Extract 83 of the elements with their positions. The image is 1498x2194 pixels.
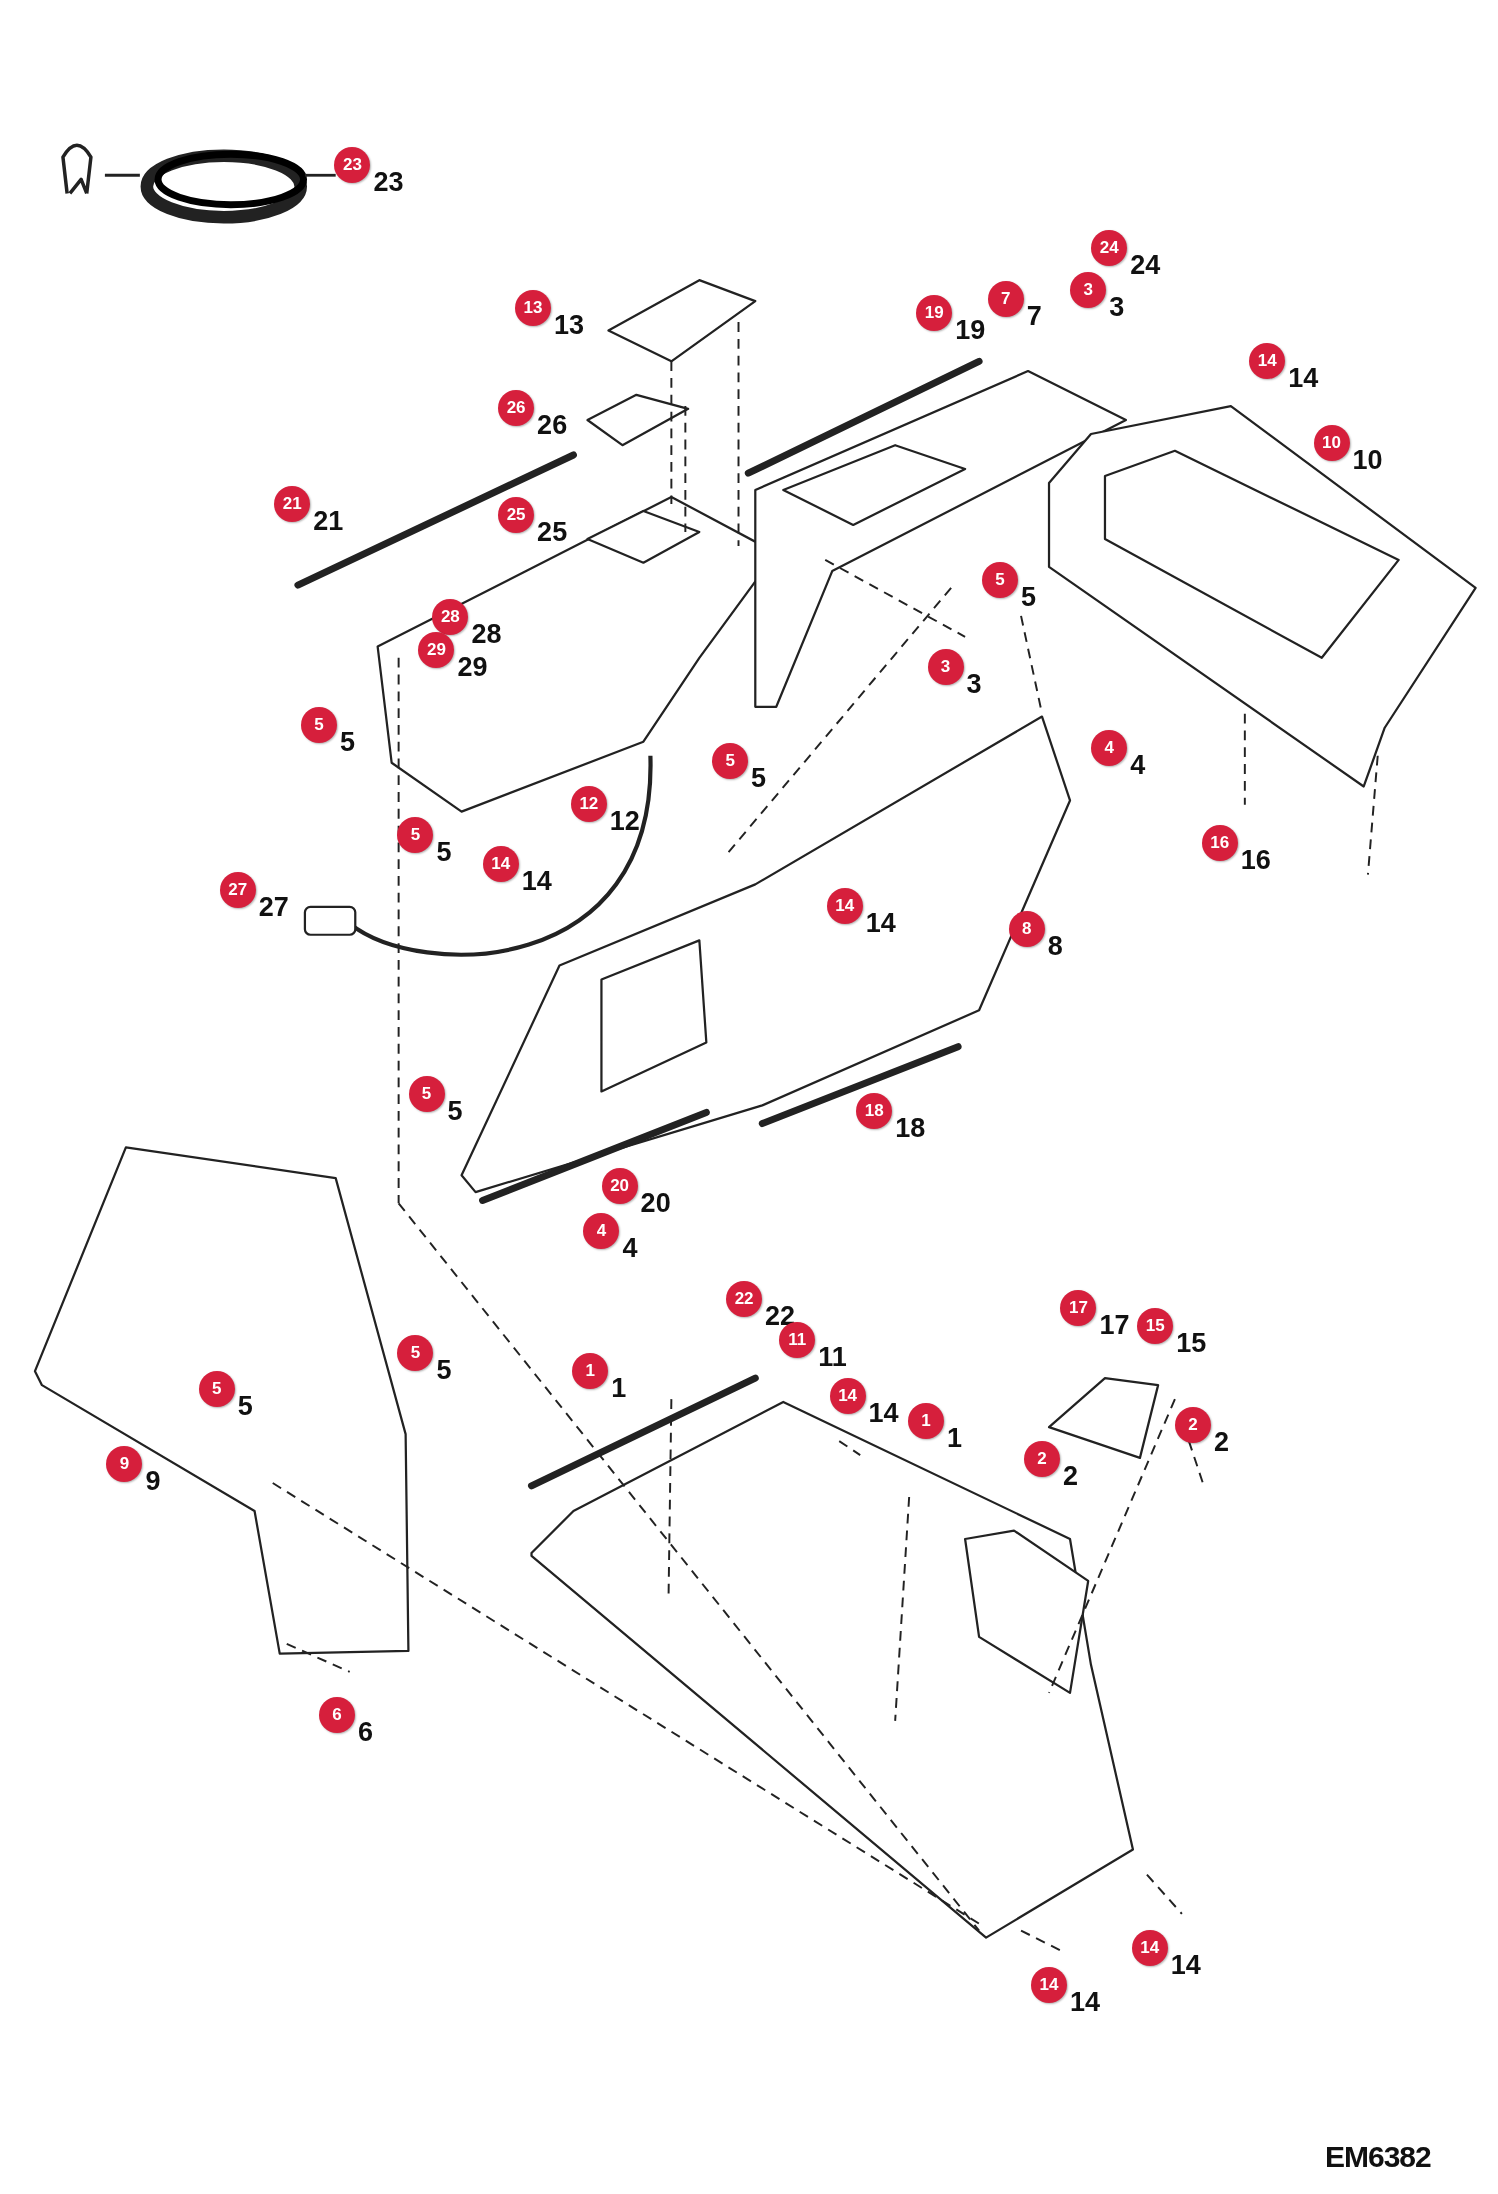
callout-badge: 6 (319, 1696, 356, 1733)
callout-number: 1 (946, 1425, 962, 1453)
callout-badge: 5 (397, 817, 434, 853)
callout-badge: 14 (829, 1377, 866, 1414)
callout-badge: 2 (1175, 1407, 1212, 1444)
callout-number: 5 (447, 1097, 463, 1125)
callout-number: 14 (868, 1399, 899, 1427)
callout-badge: 20 (601, 1168, 638, 1205)
callout-badge: 14 (1031, 1966, 1067, 2003)
callout-badge: 14 (1131, 1930, 1168, 1967)
callout-number: 11 (818, 1343, 847, 1371)
callout-number: 6 (358, 1718, 374, 1746)
callout-badge: 12 (570, 786, 607, 823)
callout-number: 20 (640, 1190, 671, 1218)
callout-number: 25 (537, 518, 568, 546)
callout-number: 5 (237, 1392, 253, 1420)
callout-number: 13 (553, 311, 584, 339)
callout-badge: 9 (106, 1446, 143, 1483)
callout-number: 26 (537, 412, 568, 440)
callout-badge: 27 (219, 871, 256, 908)
callout-number: 14 (1170, 1952, 1201, 1980)
callout-number: 17 (1099, 1311, 1130, 1339)
callout-number: 4 (1130, 752, 1146, 780)
callout-number: 23 (373, 169, 404, 197)
callout-badge: 1 (572, 1352, 609, 1389)
callout-badge: 5 (982, 562, 1019, 599)
callout-badge: 4 (583, 1212, 620, 1249)
callout-badge: 17 (1060, 1289, 1097, 1326)
callout-badge: 16 (1201, 825, 1238, 862)
callout-number: 12 (609, 808, 640, 836)
callout-badge: 26 (498, 390, 535, 427)
callout-badge: 7 (987, 281, 1024, 318)
callout-badge: 21 (274, 485, 311, 522)
callout-badge: 24 (1091, 229, 1128, 266)
callout-number: 5 (751, 764, 767, 792)
callout-number: 18 (895, 1114, 926, 1142)
callout-badge: 22 (726, 1281, 763, 1318)
callout-badge: 1 (907, 1403, 944, 1440)
callout-number: 2 (1063, 1462, 1079, 1490)
callout-badge: 5 (408, 1075, 445, 1112)
callout-number: 5 (436, 839, 452, 866)
callout-badge: 14 (482, 846, 519, 883)
callout-badge: 3 (927, 649, 964, 686)
callout-number: 27 (258, 893, 289, 921)
callout-number: 14 (1288, 364, 1319, 392)
callout-badge: 5 (300, 706, 337, 743)
callout-number: 21 (313, 507, 344, 535)
callout-number: 8 (1047, 932, 1063, 960)
callout-number: 15 (1176, 1329, 1207, 1357)
callout-badge: 23 (334, 147, 371, 184)
callout-number: 5 (436, 1356, 452, 1384)
callout-number: 28 (471, 620, 502, 648)
callout-badge: 18 (856, 1092, 893, 1129)
callout-number: 7 (1026, 303, 1042, 331)
callout-badge: 3 (1070, 271, 1107, 308)
callout-number: 14 (865, 910, 896, 938)
callout-number: 1 (611, 1374, 627, 1402)
callout-number: 24 (1130, 251, 1161, 279)
callout-number: 4 (622, 1234, 638, 1262)
callout-badge: 4 (1091, 730, 1128, 767)
callout-badge: 14 (1249, 342, 1286, 379)
callout-number: 3 (966, 671, 982, 699)
callout-badge: 2 (1024, 1440, 1060, 1477)
callout-number: 2 (1214, 1429, 1230, 1457)
callout-badge: 19 (916, 295, 953, 332)
callout-number: 9 (145, 1468, 161, 1496)
callout-number: 5 (339, 728, 355, 756)
callout-number: 29 (457, 654, 488, 682)
callout-number: 3 (1109, 293, 1125, 321)
callout-number: 19 (955, 317, 986, 345)
callout-number: 10 (1352, 447, 1383, 475)
callout-number: 14 (521, 868, 552, 896)
drawing-number: EM6382 (1325, 2140, 1431, 2174)
callout-badge: 10 (1313, 425, 1350, 462)
callout-badge: 15 (1137, 1307, 1174, 1344)
callout-badge: 13 (514, 289, 551, 326)
callout-badge: 25 (498, 496, 535, 533)
callout-badge: 5 (397, 1334, 434, 1371)
callout-number: 5 (1021, 584, 1037, 612)
callout-badge: 5 (712, 742, 749, 779)
callout-badge: 28 (432, 598, 469, 635)
callout-number: 14 (1070, 1988, 1101, 2016)
callout-number: 16 (1240, 847, 1271, 875)
